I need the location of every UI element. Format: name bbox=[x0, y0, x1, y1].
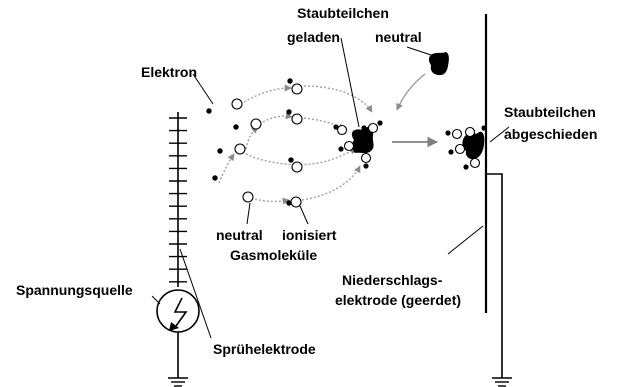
ion-paths bbox=[218, 84, 373, 205]
deposited-dust-particle bbox=[445, 125, 487, 170]
voltage-source-label: Spannungsquelle bbox=[16, 282, 133, 298]
collection-electrode-label-line2: elektrode (geerdet) bbox=[335, 292, 462, 308]
electron-label: Elektron bbox=[141, 64, 198, 80]
dust-charged-label-line2: geladen bbox=[287, 29, 340, 45]
discharge-electrode-label: Sprühelektrode bbox=[213, 341, 316, 357]
electrons bbox=[206, 78, 294, 206]
ground-symbol-right bbox=[492, 377, 512, 387]
dust-charged-label-line1: Staubteilchen bbox=[297, 5, 389, 21]
dust-neutral-label: neutral bbox=[375, 29, 422, 45]
gas-ionised-label: ionisiert bbox=[282, 227, 337, 243]
neutral-dust-particle bbox=[428, 52, 449, 76]
charged-dust-particle bbox=[333, 120, 383, 169]
neutral-particle-arrow bbox=[396, 73, 426, 111]
collection-electrode-label-line1: Niederschlags- bbox=[342, 272, 443, 288]
ground-symbol-left bbox=[168, 377, 188, 387]
leader-lines bbox=[151, 37, 510, 339]
discharge-electrode bbox=[169, 112, 187, 287]
voltage-source bbox=[156, 289, 200, 378]
gas-molecules bbox=[231, 83, 303, 208]
dust-deposited-label-line2: abgeschieden bbox=[504, 126, 598, 142]
gas-molecules-label: Gasmoleküle bbox=[230, 247, 318, 263]
gas-neutral-label: neutral bbox=[216, 227, 263, 243]
dust-deposited-label-line1: Staubteilchen bbox=[504, 104, 596, 120]
collection-electrode bbox=[484, 14, 503, 378]
